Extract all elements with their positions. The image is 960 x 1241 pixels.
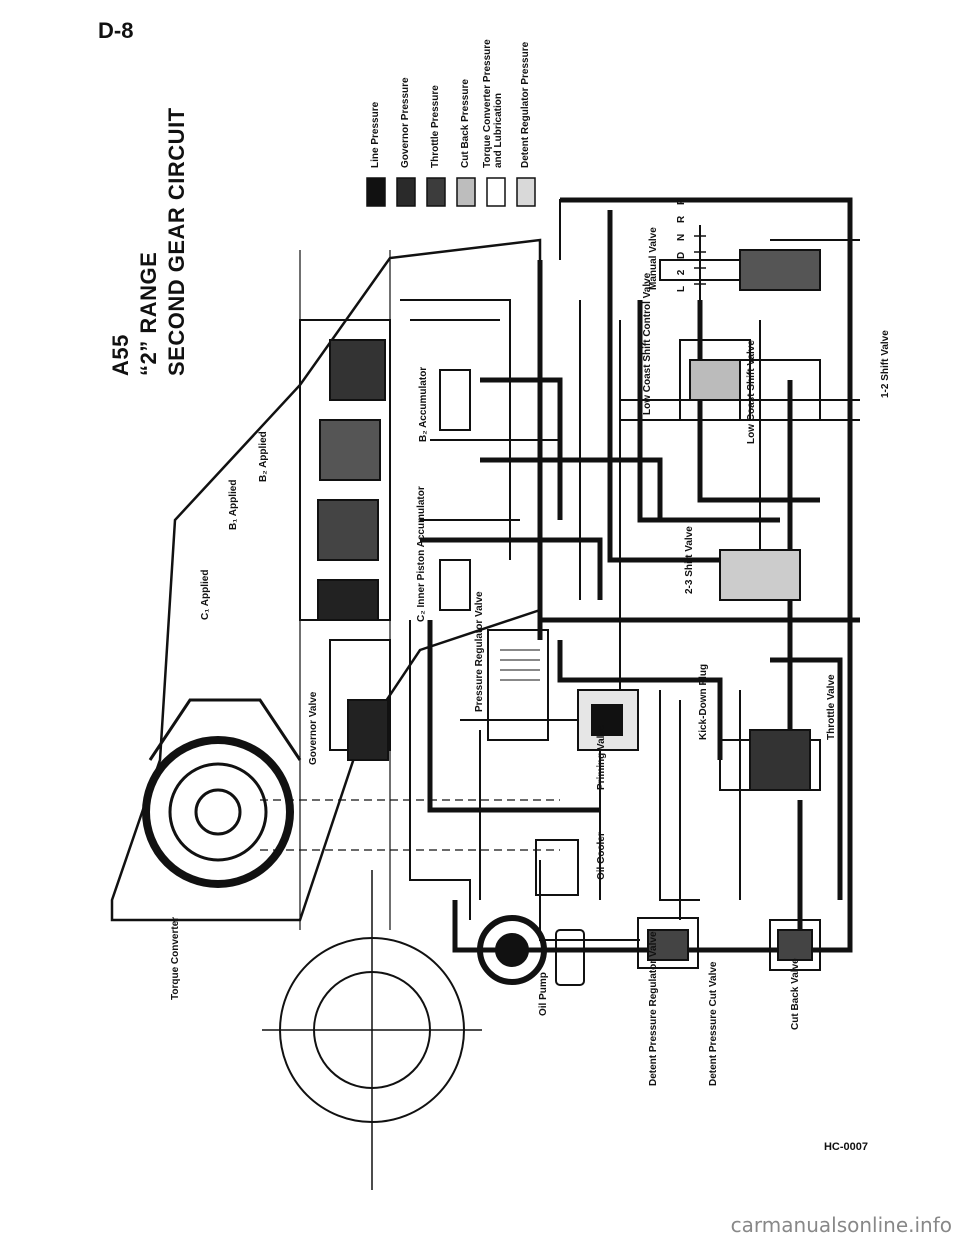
label-one-two-shift: 1-2 Shift Valve <box>880 330 891 398</box>
label-two-three-shift: 2-3 Shift Valve <box>684 526 695 594</box>
label-low-coast-control: Low Coast Shift Control Valve <box>642 272 653 415</box>
legend-label-throttle-pressure: Throttle Pressure <box>430 85 441 168</box>
legend-swatch-throttle-pressure <box>426 177 446 207</box>
legend-label-cut-back-pressure: Cut Back Pressure <box>460 79 471 168</box>
label-governor-valve: Governor Valve <box>308 691 319 765</box>
label-manual-valve: Manual Valve <box>648 227 659 290</box>
legend-swatch-line-pressure <box>366 177 386 207</box>
label-cut-back: Cut Back Valve <box>790 958 801 1030</box>
label-pressure-regulator: Pressure Regulator Valve <box>474 591 485 712</box>
label-gear-positions: L 2 D N R P <box>676 194 687 292</box>
label-b1-applied: B₁ Applied <box>228 479 239 530</box>
label-oil-cooler: Oil Cooler <box>596 832 607 880</box>
legend-label-line-pressure: Line Pressure <box>370 101 381 168</box>
page-number: D-8 <box>98 18 134 43</box>
label-oil-pump: Oil Pump <box>538 972 549 1016</box>
legend-label-governor-pressure: Governor Pressure <box>400 77 411 168</box>
label-c1-applied: C₁ Applied <box>200 569 211 620</box>
label-detent-cut: Detent Pressure Cut Valve <box>708 961 719 1087</box>
legend-swatch-detent-regulator-pressure <box>516 177 536 207</box>
label-torque-converter: Torque Converter <box>170 916 181 1000</box>
watermark: carmanualsonline.info <box>730 1213 952 1237</box>
label-throttle-valve: Throttle Valve <box>826 674 837 740</box>
legend-swatch-governor-pressure <box>396 177 416 207</box>
label-c2-inner-piston: C₂ Inner Piston Accumulator <box>416 486 427 622</box>
legend-label-torque-converter-pressure: Torque Converter Pressure and Lubricatio… <box>482 39 504 168</box>
figure-code: HC-0007 <box>823 1141 868 1153</box>
legend-label-detent-regulator-pressure: Detent Regulator Pressure <box>520 41 531 168</box>
label-priming-valve: Priming Valve <box>596 724 607 790</box>
label-low-coast-shift: Low Coast Shift Valve <box>746 340 757 444</box>
label-kick-down: Kick-Down Plug <box>698 663 709 740</box>
legend-swatch-torque-converter-pressure <box>486 177 506 207</box>
label-b2-applied: B₂ Applied <box>258 431 269 482</box>
legend-swatch-cut-back-pressure <box>456 177 476 207</box>
label-b2-accumulator: B₂ Accumulator <box>418 366 429 442</box>
label-detent-regulator: Detent Pressure Regulator Valve <box>648 931 659 1086</box>
